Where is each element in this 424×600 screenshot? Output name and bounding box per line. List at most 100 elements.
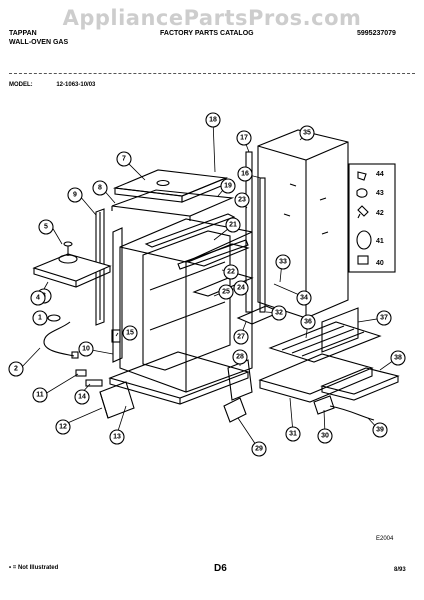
callout-21: 21: [225, 217, 241, 233]
hw-label-43: 43: [376, 190, 384, 197]
svg-text:12: 12: [59, 424, 67, 431]
callout-13: 13: [109, 429, 125, 445]
svg-text:33: 33: [279, 259, 287, 266]
svg-text:4: 4: [36, 295, 40, 302]
callout-29: 29: [251, 441, 267, 457]
catalog-title: FACTORY PARTS CATALOG: [160, 30, 254, 37]
clip-44-icon: [357, 171, 367, 181]
callout-12: 12: [55, 419, 71, 435]
callout-11: 11: [32, 387, 48, 403]
svg-text:22: 22: [227, 269, 235, 276]
callout-27: 27: [233, 329, 249, 345]
svg-text:29: 29: [255, 446, 263, 453]
callout-22: 22: [223, 264, 239, 280]
top-panel-part: [112, 169, 229, 197]
svg-text:34: 34: [300, 295, 308, 302]
model-label: MODEL:: [9, 82, 33, 88]
callout-15: 15: [122, 325, 138, 341]
hw-label-44: 44: [376, 171, 384, 178]
callout-5: 5: [38, 219, 54, 235]
svg-text:7: 7: [122, 156, 126, 163]
igniter-wire-part: [43, 321, 75, 357]
svg-text:8: 8: [98, 185, 102, 192]
side-panel-part: [95, 208, 105, 326]
hardware-box: 44 43 42 41 40: [348, 163, 396, 273]
svg-text:37: 37: [380, 315, 388, 322]
svg-text:13: 13: [113, 434, 121, 441]
callout-37: 37: [376, 310, 392, 326]
callout-4-label: 4: [30, 290, 46, 306]
svg-text:24: 24: [237, 285, 245, 292]
rear-panel-part: [257, 129, 349, 319]
callout-28: 28: [232, 349, 248, 365]
clip-43-icon: [356, 188, 368, 198]
svg-text:19: 19: [224, 183, 232, 190]
callout-16: 16: [237, 166, 253, 182]
callout-38: 38: [390, 350, 406, 366]
hw-label-42: 42: [376, 210, 384, 217]
callout-23: 23: [234, 192, 250, 208]
watermark: AppliancePartsPros.com: [62, 6, 362, 30]
front-trim-part: [144, 213, 236, 248]
oven-rack-part: [268, 321, 382, 363]
callout-24: 24: [233, 280, 249, 296]
bottom-tray-part: [108, 351, 250, 399]
svg-text:15: 15: [126, 330, 134, 337]
callout-30: 30: [317, 428, 333, 444]
svg-text:27: 27: [237, 334, 245, 341]
svg-text:11: 11: [36, 392, 44, 399]
hinge-part: [223, 397, 247, 423]
callout-10: 10: [78, 341, 94, 357]
liner-side-part: [112, 227, 123, 363]
svg-text:38: 38: [394, 355, 402, 362]
callout-19: 19: [220, 178, 236, 194]
svg-text:2: 2: [14, 366, 18, 373]
svg-text:10: 10: [82, 346, 90, 353]
broil-pan-part: [258, 353, 374, 395]
ring-41-icon: [356, 230, 372, 250]
callout-25: 25: [218, 284, 234, 300]
svg-text:14: 14: [78, 394, 86, 401]
svg-text:21: 21: [229, 222, 237, 229]
svg-text:32: 32: [275, 310, 283, 317]
svg-text:25: 25: [222, 289, 230, 296]
product-type: WALL-OVEN GAS: [9, 39, 69, 46]
oven-parts-drawing: [32, 129, 400, 423]
screw-42-icon: [357, 205, 369, 219]
svg-text:39: 39: [376, 427, 384, 434]
callout-9: 9: [67, 187, 83, 203]
svg-text:30: 30: [321, 433, 329, 440]
catalog-part-number: 5995237079: [357, 30, 396, 37]
svg-text:5: 5: [44, 224, 48, 231]
diagram-code: E2004: [376, 536, 394, 542]
hardware-box-frame: [348, 163, 396, 273]
header-divider: [9, 73, 415, 74]
svg-text:36: 36: [304, 319, 312, 326]
footnote: • = Not Illustrated: [9, 565, 59, 571]
callout-32: 32: [271, 305, 287, 321]
model-row: MODEL: 12-1063-10/03: [9, 82, 95, 88]
hw-label-40: 40: [376, 260, 384, 267]
svg-text:28: 28: [236, 354, 244, 361]
callout-35: 35: [299, 125, 315, 141]
oven-cavity-part: [119, 218, 253, 393]
svg-text:9: 9: [73, 192, 77, 199]
insulation-panel-part: [111, 189, 235, 217]
print-date: 8/93: [394, 567, 406, 573]
bracket-40-icon: [357, 255, 369, 265]
svg-text:23: 23: [238, 197, 246, 204]
svg-text:31: 31: [289, 431, 297, 438]
callout-8: 8: [92, 180, 108, 196]
callout-7: 7: [116, 151, 132, 167]
callout-17: 17: [236, 130, 252, 146]
callout-2: 2: [8, 361, 24, 377]
svg-text:16: 16: [241, 171, 249, 178]
brand-name: TAPPAN: [9, 30, 37, 37]
callout-18: 18: [205, 112, 221, 128]
callout-34: 34: [296, 290, 312, 306]
svg-text:35: 35: [303, 130, 311, 137]
model-value: 12-1063-10/03: [56, 82, 96, 88]
callout-36: 36: [300, 314, 316, 330]
callout-33: 33: [275, 254, 291, 270]
